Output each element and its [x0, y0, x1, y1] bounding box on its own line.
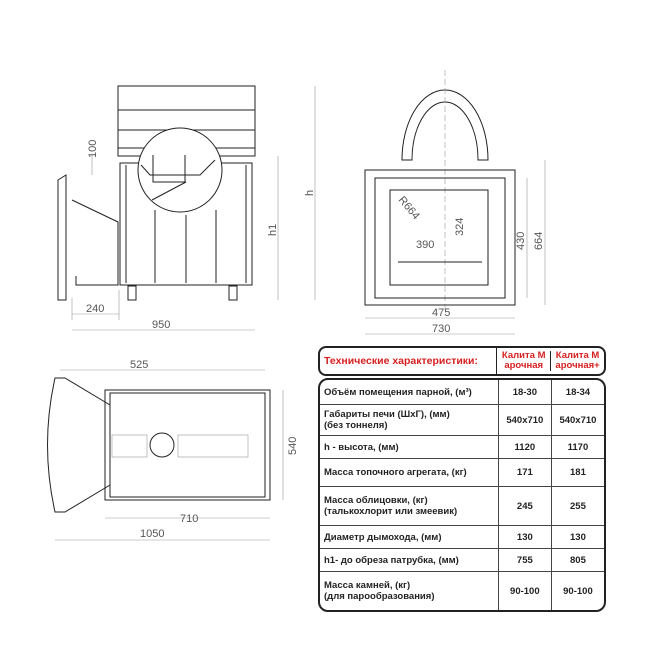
- row-label-sub: (без тоннеля): [324, 420, 388, 431]
- dim-390: 390: [416, 239, 434, 251]
- row-label-text: Масса камней, (кг): [324, 580, 411, 591]
- row-label-text: Диаметр дымохода, (мм): [324, 531, 442, 543]
- value-col2: 181: [570, 467, 586, 478]
- header-col1: Калита М арочная: [497, 351, 552, 371]
- table-row: Объём помещения парной, (м³) 18-30 18-34: [320, 380, 604, 404]
- table-row: Масса топочного агрегата, (кг) 171 181: [320, 458, 604, 486]
- front-view: R664 324 390 475 730 430 664: [364, 70, 546, 335]
- dim-1050: 1050: [140, 528, 164, 540]
- value-col2: 90-100: [563, 585, 593, 597]
- value-col1: 130: [499, 526, 552, 548]
- table-row: Диаметр дымохода, (мм) 130 130: [320, 525, 604, 548]
- dim-100: 100: [87, 140, 99, 158]
- value-col2: 255: [570, 500, 586, 512]
- table-row: h - высота, (мм) 1120 1170: [320, 435, 604, 458]
- table-row: h1- до обреза патрубка, (мм) 755 805: [320, 548, 604, 571]
- row-label: h - высота, (мм): [320, 436, 499, 458]
- row-label-sub: (талькохлорит или змеевик): [324, 506, 458, 517]
- dim-240: 240: [86, 303, 104, 315]
- table-row: Габариты печи (ШхГ), (мм)(без тоннеля)54…: [320, 404, 604, 435]
- row-label: Масса камней, (кг)(для парообразования): [320, 572, 499, 610]
- row-label: Объём помещения парной, (м³): [320, 380, 499, 404]
- row-label-text: Масса облицовки, (кг): [324, 495, 428, 506]
- row-label: Масса облицовки, (кг)(талькохлорит или з…: [320, 487, 499, 525]
- header-title: Технические характеристики:: [320, 348, 498, 374]
- row-label-sub: (для парообразования): [324, 591, 435, 602]
- value-col2: 540x710: [559, 414, 597, 426]
- value-col1: 245: [499, 487, 552, 525]
- value-col2: 805: [570, 554, 586, 566]
- value-col1: 755: [499, 549, 552, 571]
- dim-730: 730: [432, 323, 450, 335]
- dim-525: 525: [130, 359, 148, 371]
- specs-table: Технические характеристики: Калита М аро…: [318, 346, 606, 612]
- label-h1: h1: [267, 224, 279, 236]
- label-h: h: [304, 190, 316, 196]
- dim-664: 664: [533, 232, 545, 250]
- table-header: Технические характеристики: Калита М аро…: [318, 346, 606, 376]
- value-col2: 1170: [567, 441, 589, 453]
- header-col2: Калита М арочная+: [555, 350, 600, 371]
- row-label-text: Объём помещения парной, (м³): [324, 386, 472, 398]
- table-row: Масса облицовки, (кг)(талькохлорит или з…: [320, 486, 604, 525]
- dim-540: 540: [287, 437, 299, 455]
- row-label-text: h - высота, (мм): [324, 441, 399, 453]
- row-label: Масса топочного агрегата, (кг): [320, 459, 499, 486]
- value-col1: 1120: [499, 436, 552, 458]
- value-col1: 90-100: [499, 572, 552, 610]
- dim-430: 430: [515, 232, 527, 250]
- row-label-text: Масса топочного агрегата, (кг): [324, 467, 467, 478]
- value-col1: 540x710: [499, 405, 552, 435]
- dim-710: 710: [180, 513, 198, 525]
- row-label-text: h1- до обреза патрубка, (мм): [324, 554, 459, 566]
- row-label: Габариты печи (ШхГ), (мм)(без тоннеля): [320, 405, 499, 435]
- top-view: 525 540 710 1050: [47, 359, 299, 541]
- value-col1: 171: [499, 459, 552, 486]
- dim-324: 324: [454, 218, 466, 236]
- value-col2: 130: [570, 531, 586, 543]
- dim-475: 475: [432, 307, 450, 319]
- row-label-text: Габариты печи (ШхГ), (мм): [324, 409, 450, 420]
- row-label: h1- до обреза патрубка, (мм): [320, 549, 499, 571]
- value-col2: 18-34: [565, 386, 591, 398]
- table-row: Масса камней, (кг)(для парообразования)9…: [320, 571, 604, 610]
- dim-950: 950: [152, 319, 170, 331]
- dim-r664: R664: [396, 194, 422, 222]
- value-col1: 18-30: [499, 380, 552, 404]
- side-view: 100 240 950 h1 h: [57, 85, 316, 331]
- row-label: Диаметр дымохода, (мм): [320, 526, 499, 548]
